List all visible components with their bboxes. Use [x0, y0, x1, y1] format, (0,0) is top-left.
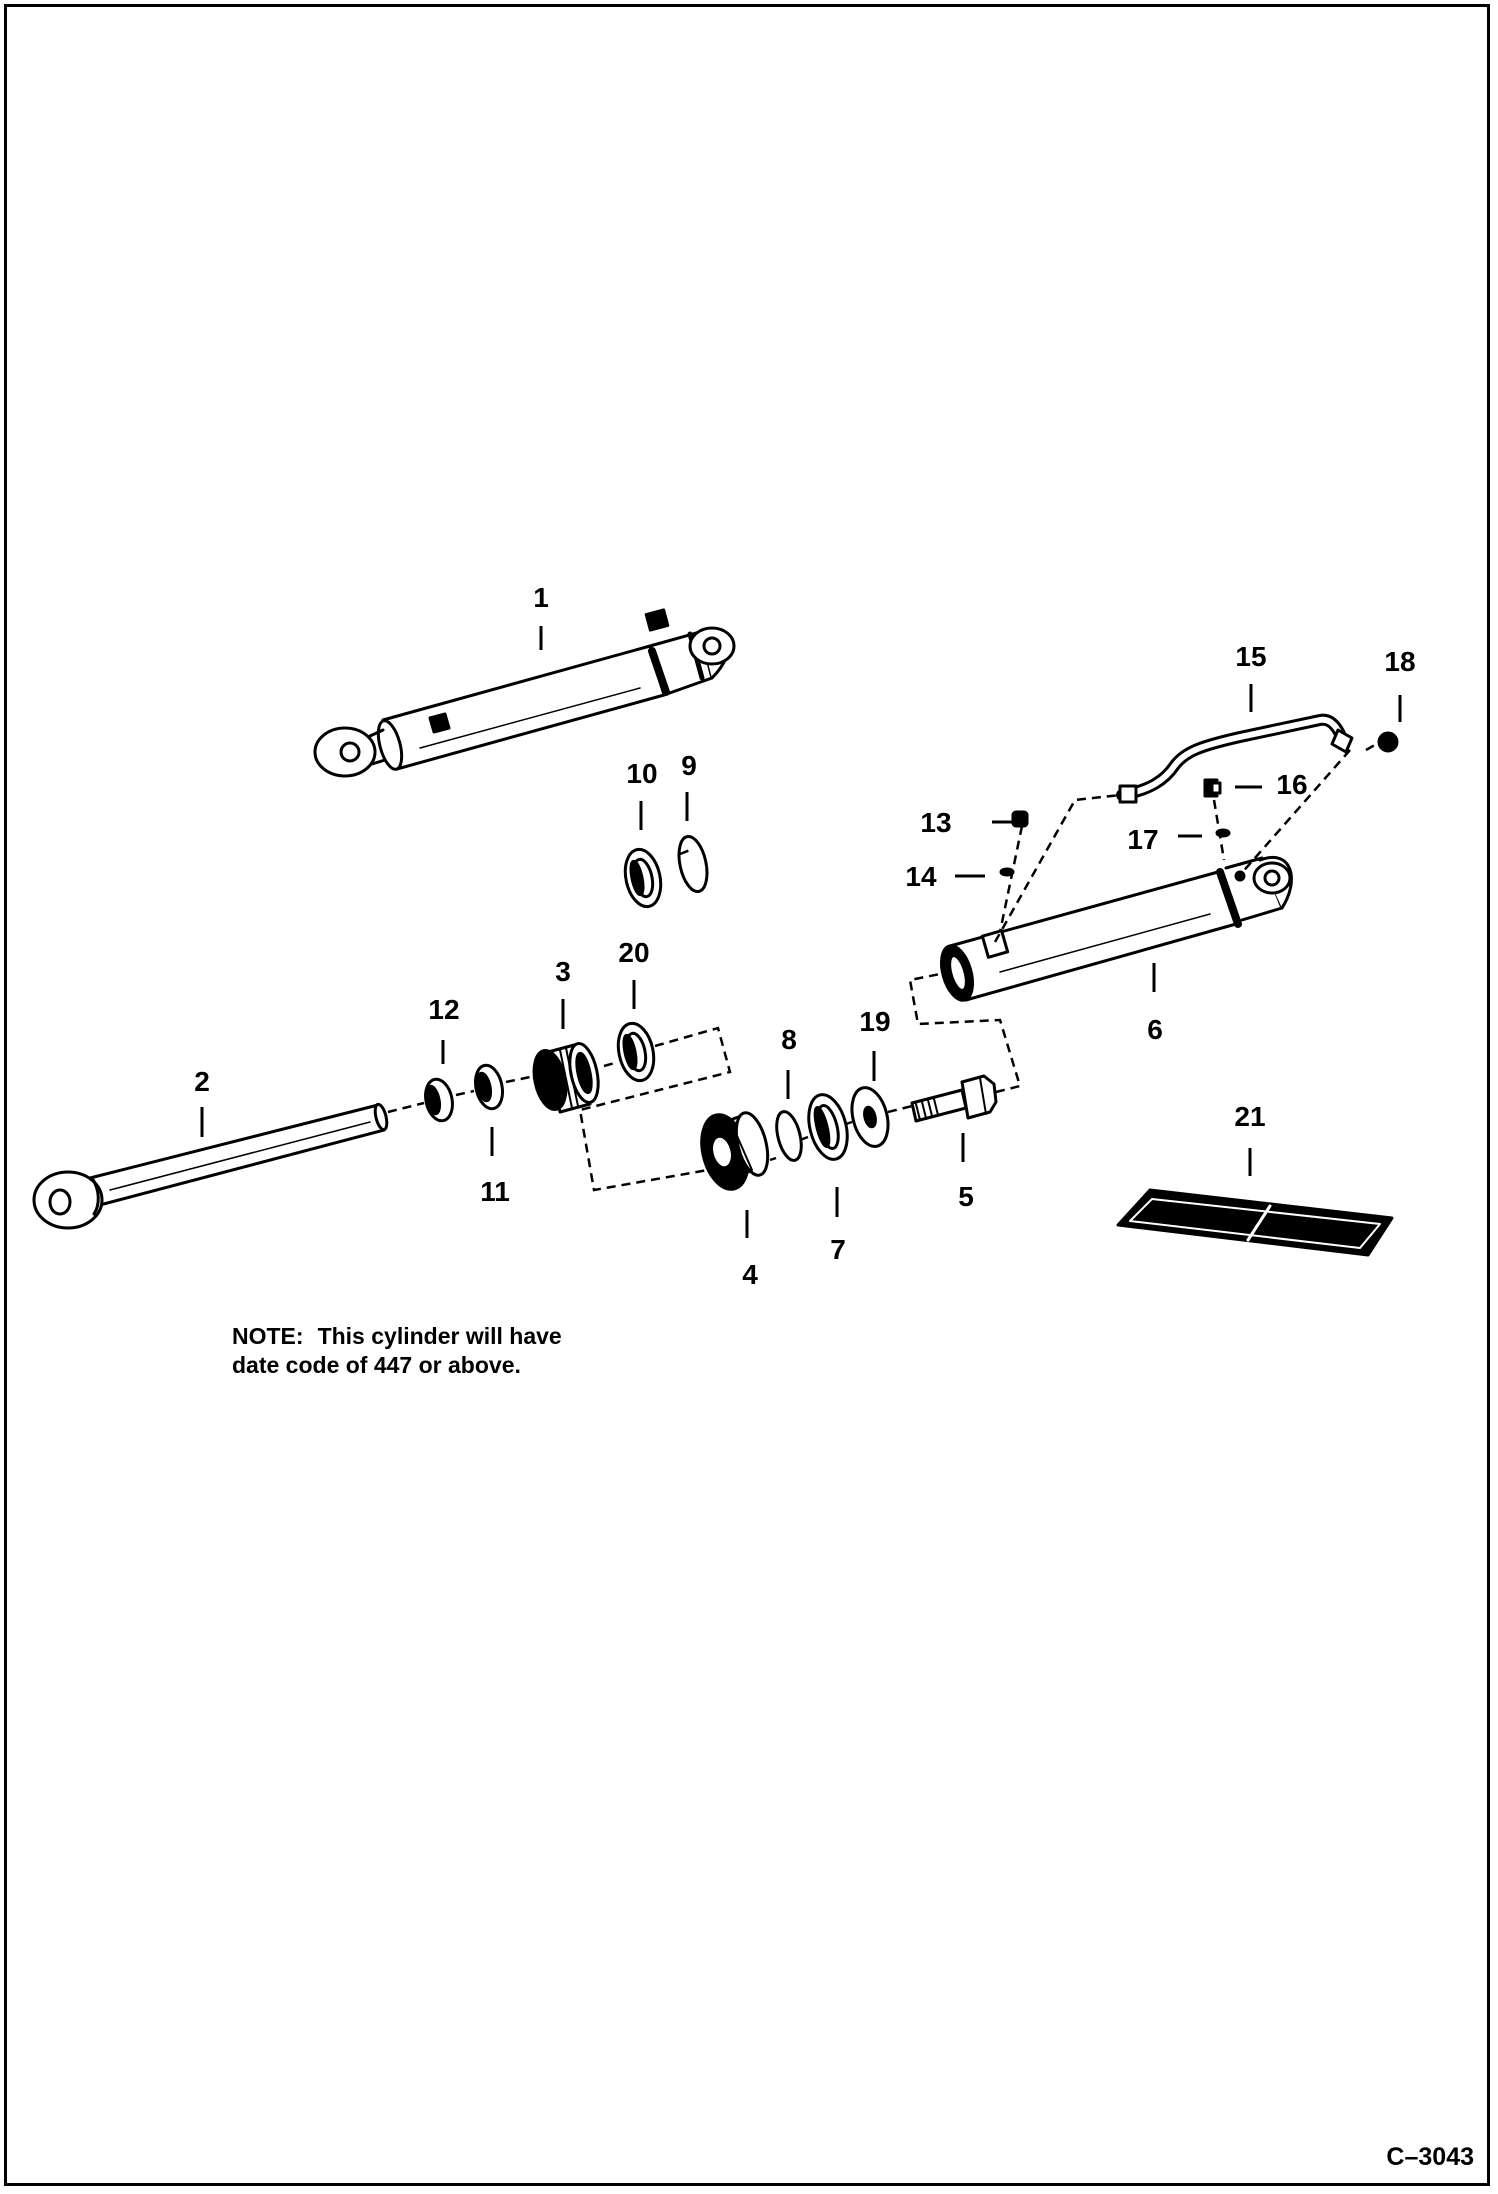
callout-12: 12 — [428, 994, 460, 1025]
callout-6: 6 — [1147, 1014, 1163, 1045]
callout-15: 15 — [1235, 641, 1267, 672]
part-9-o-ring — [677, 834, 709, 894]
note-text: NOTE: This cylinder will have date code o… — [232, 1322, 562, 1380]
callout-7: 7 — [830, 1234, 846, 1265]
leader-lines — [200, 626, 1402, 1238]
part-13-plug — [1011, 810, 1029, 828]
callout-21: 21 — [1234, 1101, 1266, 1132]
callout-2: 2 — [194, 1066, 210, 1097]
callout-20: 20 — [618, 937, 650, 968]
figure-reference: C–3043 — [1386, 2143, 1474, 2171]
part-8-o-ring — [775, 1110, 803, 1162]
callout-18: 18 — [1384, 646, 1416, 677]
assembly-lines — [387, 740, 1381, 1192]
part-19-washer — [850, 1086, 890, 1148]
part-3-gland — [532, 1042, 600, 1114]
part-20-seal — [616, 1021, 656, 1083]
part-7-wear-ring — [807, 1093, 849, 1161]
part-5-bolt — [910, 1074, 998, 1123]
part-2-rod — [32, 1102, 389, 1230]
callout-13: 13 — [920, 807, 952, 838]
callout-3: 3 — [555, 956, 571, 987]
callout-9: 9 — [681, 750, 697, 781]
callout-11: 11 — [480, 1176, 510, 1207]
diagram-frame — [4, 4, 1490, 2186]
part-6-barrel — [939, 856, 1293, 1002]
part-4-piston — [700, 1111, 770, 1191]
part-12-seal — [424, 1077, 454, 1123]
callout-1: 1 — [533, 582, 549, 613]
part-15-tube — [1116, 713, 1354, 804]
callout-8: 8 — [781, 1024, 797, 1055]
note-label: NOTE: — [232, 1323, 304, 1349]
callout-17: 17 — [1127, 824, 1159, 855]
part-1-assembled-cylinder — [313, 608, 736, 778]
part-21-seal-kit — [1116, 1188, 1394, 1257]
note-line-1: This cylinder will have — [317, 1323, 562, 1349]
callout-19: 19 — [859, 1006, 891, 1037]
part-18-plug — [1377, 731, 1399, 753]
part-10-seal — [623, 847, 663, 909]
callout-4: 4 — [742, 1259, 758, 1290]
part-16-fitting — [1203, 778, 1222, 798]
note-line-2: date code of 447 or above. — [232, 1351, 521, 1378]
callout-10: 10 — [626, 758, 658, 789]
part-11-seal — [473, 1063, 505, 1111]
callout-5: 5 — [958, 1181, 974, 1212]
callout-14: 14 — [905, 861, 937, 892]
callout-16: 16 — [1276, 769, 1308, 800]
